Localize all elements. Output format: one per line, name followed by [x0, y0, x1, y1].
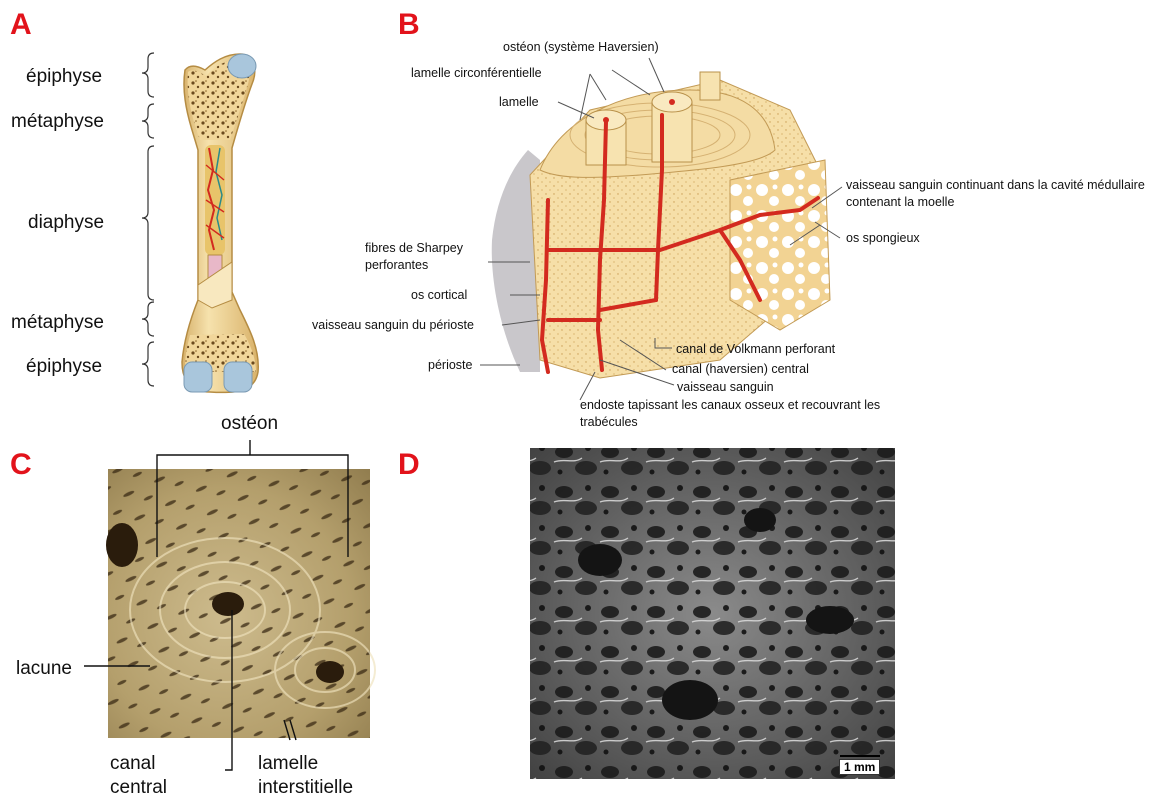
label-vaisseau-medullaire-line1: vaisseau sanguin continuant dans la cavi… — [846, 178, 1145, 192]
panel-letter-b: B — [398, 8, 420, 42]
panel-letter-a: A — [10, 8, 32, 42]
label-os-spongieux: os spongieux — [846, 231, 920, 245]
label-vaisseau-perioste: vaisseau sanguin du périoste — [312, 318, 474, 332]
label-lacune: lacune — [16, 657, 72, 680]
label-metaphyse-top: métaphyse — [11, 111, 104, 133]
label-osteon: ostéon — [221, 412, 278, 435]
label-canal-central-line1: canal — [110, 752, 155, 775]
panel-letter-c: C — [10, 448, 32, 482]
label-canal-haversien: canal (haversien) central — [672, 362, 809, 376]
label-vaisseau-sanguin: vaisseau sanguin — [677, 380, 774, 394]
scale-bar-label: 1 mm — [839, 759, 880, 775]
panel-letter-d: D — [398, 448, 420, 482]
label-endoste-line2: trabécules — [580, 415, 638, 429]
label-diaphyse: diaphyse — [28, 212, 104, 234]
label-lamelle-interstitielle-line2: interstitielle — [258, 776, 353, 799]
label-lamelle-interstitielle-line1: lamelle — [258, 752, 318, 775]
label-sharpey-line1: fibres de Sharpey — [365, 241, 463, 255]
label-lamelle-circonferentielle: lamelle circonférentielle — [411, 66, 542, 80]
label-epiphyse-bottom: épiphyse — [26, 356, 102, 378]
label-lamelle: lamelle — [499, 95, 539, 109]
label-endoste-line1: endoste tapissant les canaux osseux et r… — [580, 398, 880, 412]
label-canal-volkmann: canal de Volkmann perforant — [676, 342, 835, 356]
label-os-cortical: os cortical — [411, 288, 467, 302]
label-osteon-haversien: ostéon (système Haversien) — [503, 40, 659, 54]
label-vaisseau-medullaire-line2: contenant la moelle — [846, 195, 954, 209]
label-metaphyse-bottom: métaphyse — [11, 312, 104, 334]
label-epiphyse-top: épiphyse — [26, 66, 102, 88]
label-perioste: périoste — [428, 358, 472, 372]
label-canal-central-line2: central — [110, 776, 167, 799]
label-sharpey-line2: perforantes — [365, 258, 428, 272]
